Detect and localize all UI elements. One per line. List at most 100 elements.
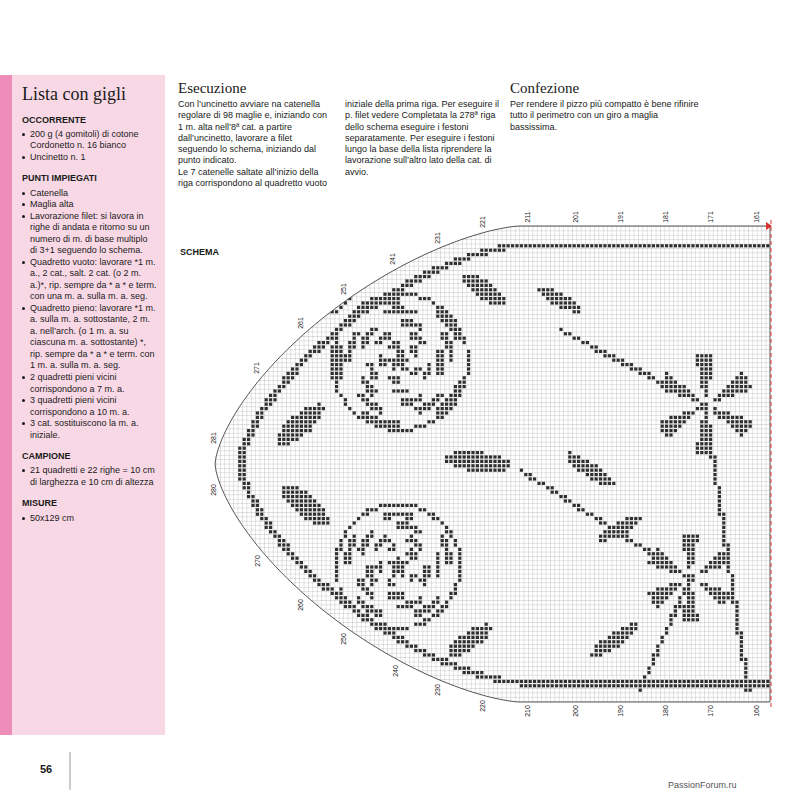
section-heading: PUNTI IMPIEGATI bbox=[22, 173, 157, 184]
filled-square bbox=[339, 367, 342, 370]
filled-square bbox=[344, 605, 347, 608]
filled-square bbox=[401, 323, 404, 326]
filled-square bbox=[678, 680, 681, 683]
filled-square bbox=[287, 543, 290, 546]
filled-square bbox=[449, 596, 452, 599]
filled-square bbox=[295, 429, 298, 432]
item-text: 2 quadretti pieni vicini corrispondono a… bbox=[30, 372, 125, 394]
filled-square bbox=[674, 609, 677, 612]
filled-square bbox=[507, 460, 510, 463]
filled-square bbox=[370, 306, 373, 309]
filled-square bbox=[432, 398, 435, 401]
filled-square bbox=[436, 310, 439, 313]
filled-square bbox=[713, 473, 716, 476]
filled-square bbox=[366, 587, 369, 590]
filled-square bbox=[652, 601, 655, 604]
filled-square bbox=[392, 570, 395, 573]
filled-square bbox=[678, 425, 681, 428]
filled-square bbox=[401, 389, 404, 392]
filled-square bbox=[339, 323, 342, 326]
filled-square bbox=[749, 420, 752, 423]
filled-square bbox=[603, 477, 606, 480]
filled-square bbox=[370, 570, 373, 573]
row-number: 221 bbox=[479, 216, 486, 230]
filled-square bbox=[317, 521, 320, 524]
filled-square bbox=[493, 249, 496, 252]
row-number: 191 bbox=[617, 210, 624, 224]
filled-square bbox=[476, 451, 479, 454]
filled-square bbox=[744, 689, 747, 692]
filled-square bbox=[471, 627, 474, 630]
filled-square bbox=[344, 601, 347, 604]
filled-square bbox=[586, 341, 589, 344]
filled-square bbox=[524, 680, 527, 683]
filled-square bbox=[243, 451, 246, 454]
list-item: 200 g (4 gomitoli) di cotone Cordonetto … bbox=[22, 129, 157, 152]
filled-square bbox=[405, 403, 408, 406]
filled-square bbox=[392, 513, 395, 516]
filled-square bbox=[287, 442, 290, 445]
filled-square bbox=[423, 508, 426, 511]
filled-square bbox=[392, 341, 395, 344]
filled-square bbox=[331, 363, 334, 366]
filled-square bbox=[740, 244, 743, 247]
filled-square bbox=[727, 684, 730, 687]
filled-square bbox=[705, 442, 708, 445]
filled-square bbox=[357, 315, 360, 318]
filled-square bbox=[432, 403, 435, 406]
filled-square bbox=[256, 513, 259, 516]
filled-square bbox=[282, 381, 285, 384]
row-number: 251 bbox=[340, 283, 347, 297]
filled-square bbox=[445, 411, 448, 414]
filled-square bbox=[573, 310, 576, 313]
filled-square bbox=[432, 513, 435, 516]
filled-square bbox=[727, 552, 730, 555]
filled-square bbox=[489, 301, 492, 304]
filled-square bbox=[317, 513, 320, 516]
filled-square bbox=[467, 359, 470, 362]
filled-square bbox=[441, 350, 444, 353]
filled-square bbox=[696, 618, 699, 621]
filled-square bbox=[705, 429, 708, 432]
filled-square bbox=[383, 420, 386, 423]
filled-square bbox=[766, 684, 769, 687]
filled-square bbox=[599, 640, 602, 643]
filled-square bbox=[718, 495, 721, 498]
filled-square bbox=[656, 596, 659, 599]
filled-square bbox=[463, 257, 466, 260]
filled-square bbox=[603, 640, 606, 643]
row-number: 190 bbox=[617, 704, 624, 718]
filled-square bbox=[335, 592, 338, 595]
filled-square bbox=[480, 455, 483, 458]
filled-square bbox=[546, 288, 549, 291]
filled-square bbox=[700, 429, 703, 432]
filled-square bbox=[744, 376, 747, 379]
filled-square bbox=[709, 433, 712, 436]
list-item: 50x129 cm bbox=[22, 513, 157, 525]
filled-square bbox=[295, 504, 298, 507]
filled-square bbox=[383, 363, 386, 366]
filled-square bbox=[661, 684, 664, 687]
filled-square bbox=[414, 614, 417, 617]
filled-square bbox=[537, 680, 540, 683]
filled-square bbox=[652, 552, 655, 555]
item-text: 3 cat. sostituiscono la m. a. iniziale. bbox=[30, 418, 139, 440]
filled-square bbox=[436, 570, 439, 573]
filled-square bbox=[370, 583, 373, 586]
filled-square bbox=[441, 658, 444, 661]
filled-square bbox=[405, 279, 408, 282]
filled-square bbox=[471, 455, 474, 458]
filled-square bbox=[392, 345, 395, 348]
filled-square bbox=[260, 411, 263, 414]
filled-square bbox=[287, 433, 290, 436]
filled-square bbox=[445, 319, 448, 322]
filled-square bbox=[361, 345, 364, 348]
filled-square bbox=[357, 596, 360, 599]
row-number: 160 bbox=[753, 704, 760, 718]
filled-square bbox=[326, 583, 329, 586]
filled-square bbox=[375, 341, 378, 344]
filled-square bbox=[665, 631, 668, 634]
filled-square bbox=[731, 574, 734, 577]
filled-square bbox=[674, 570, 677, 573]
filled-square bbox=[652, 684, 655, 687]
